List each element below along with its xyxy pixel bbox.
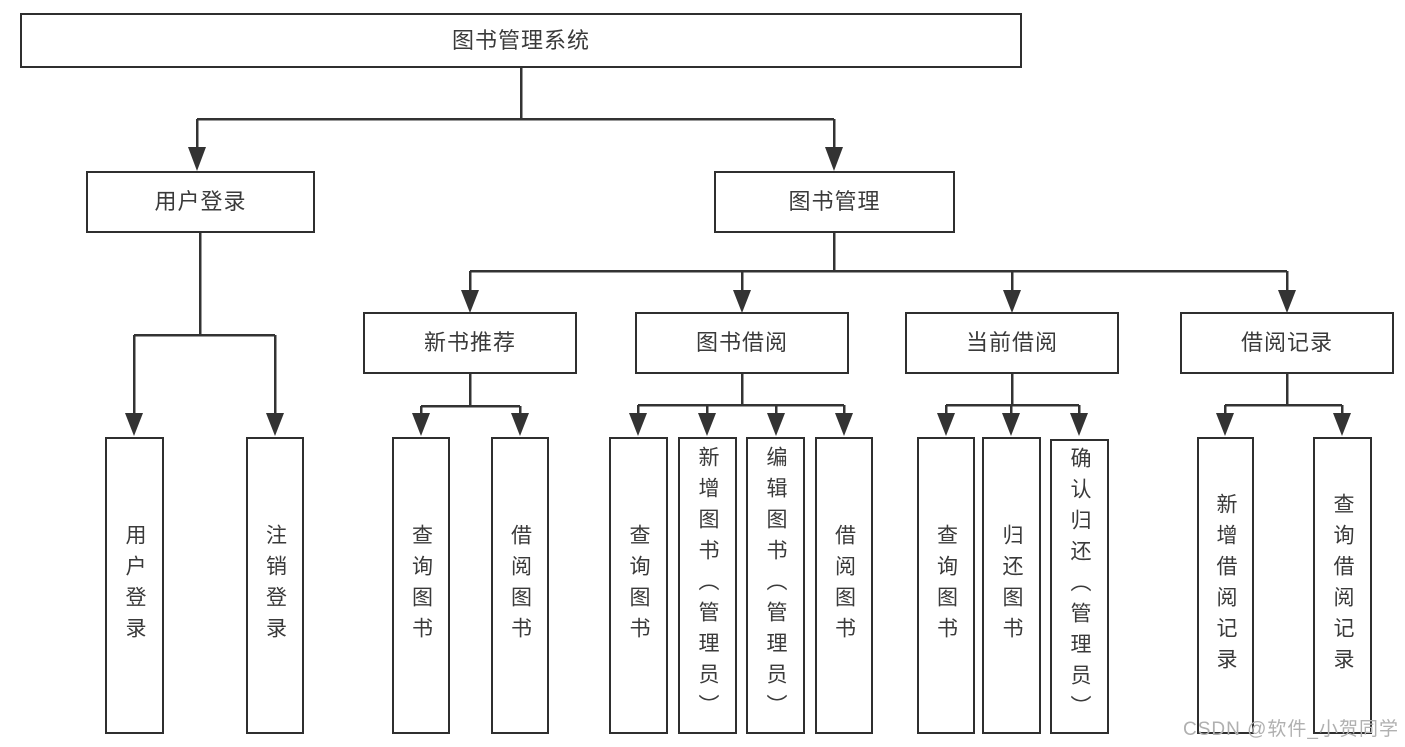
node-leaf-add-borrow-record: 新增借阅记录 — [1197, 437, 1254, 734]
node-leaf-add-books-admin-label: 新增图书（管理员） — [696, 446, 719, 725]
node-leaf-borrow-books-rec: 借阅图书 — [491, 437, 549, 734]
node-new-book-rec-label: 新书推荐 — [423, 330, 516, 355]
arrow-current-borrow — [1003, 290, 1021, 313]
node-borrow-records-label: 借阅记录 — [1240, 330, 1333, 355]
arrow-book-mgmt — [825, 147, 843, 171]
arrow-leaf-query-books-rec — [412, 413, 430, 436]
node-leaf-query-borrow-record-label: 查询借阅记录 — [1331, 492, 1354, 679]
node-book-borrow-label: 图书借阅 — [695, 330, 788, 355]
node-leaf-user-login: 用户登录 — [105, 437, 164, 734]
node-root-label: 图书管理系统 — [451, 27, 590, 53]
node-book-mgmt: 图书管理 — [714, 171, 955, 233]
node-leaf-logout-label: 注销登录 — [263, 523, 287, 648]
arrow-leaf-add-books-admin — [698, 413, 716, 436]
node-leaf-edit-books-admin: 编辑图书（管理员） — [746, 437, 805, 734]
arrow-leaf-query-borrow-record — [1333, 413, 1351, 436]
node-new-book-rec: 新书推荐 — [363, 312, 577, 374]
connector-book-mgmt — [468, 233, 1289, 293]
arrow-leaf-borrow-books-borrow — [835, 413, 853, 436]
arrow-leaf-edit-books-admin — [767, 413, 785, 436]
node-book-borrow: 图书借阅 — [635, 312, 849, 374]
node-leaf-borrow-books-borrow: 借阅图书 — [815, 437, 873, 734]
connector-new-book-rec — [419, 374, 522, 416]
arrow-leaf-add-borrow-record — [1216, 413, 1234, 436]
node-user-login: 用户登录 — [86, 171, 315, 233]
node-leaf-return-books: 归还图书 — [982, 437, 1041, 734]
node-leaf-query-borrow-record: 查询借阅记录 — [1313, 437, 1372, 734]
node-leaf-add-borrow-record-label: 新增借阅记录 — [1214, 492, 1237, 679]
csdn-watermark: CSDN @软件_小贺同学 — [1183, 719, 1399, 740]
node-leaf-confirm-return-admin-label: 确认归还（管理员） — [1068, 447, 1091, 726]
connector-user-login — [132, 233, 277, 416]
arrow-book-borrow — [733, 290, 751, 313]
node-leaf-query-books-rec: 查询图书 — [392, 437, 450, 734]
node-leaf-logout: 注销登录 — [246, 437, 304, 734]
node-leaf-query-books-borrow-label: 查询图书 — [627, 523, 650, 648]
node-leaf-query-books-current: 查询图书 — [917, 437, 975, 734]
connector-root — [195, 68, 836, 150]
arrow-leaf-query-books-current — [937, 413, 955, 436]
connector-book-borrow — [636, 374, 846, 416]
arrow-leaf-return-books — [1002, 413, 1020, 436]
node-borrow-records: 借阅记录 — [1180, 312, 1394, 374]
node-leaf-user-login-label: 用户登录 — [123, 523, 146, 648]
node-leaf-return-books-label: 归还图书 — [1000, 523, 1023, 648]
arrow-user-login — [188, 147, 206, 171]
node-user-login-label: 用户登录 — [154, 189, 247, 214]
node-current-borrow-label: 当前借阅 — [965, 330, 1058, 355]
node-leaf-edit-books-admin-label: 编辑图书（管理员） — [764, 446, 787, 725]
arrow-leaf-logout — [266, 413, 284, 436]
node-leaf-query-books-borrow: 查询图书 — [609, 437, 668, 734]
node-leaf-query-books-current-label: 查询图书 — [934, 523, 958, 648]
connector-borrow-records — [1223, 374, 1344, 416]
arrow-leaf-user-login — [125, 413, 143, 436]
node-root: 图书管理系统 — [20, 13, 1022, 68]
node-leaf-query-books-rec-label: 查询图书 — [409, 523, 433, 648]
arrow-leaf-confirm-return — [1070, 413, 1088, 436]
arrow-borrow-records — [1278, 290, 1296, 313]
arrow-new-book-rec — [461, 290, 479, 313]
connector-current-borrow — [944, 374, 1081, 416]
node-leaf-add-books-admin: 新增图书（管理员） — [678, 437, 737, 734]
arrow-leaf-borrow-books-rec — [511, 413, 529, 436]
node-current-borrow: 当前借阅 — [905, 312, 1119, 374]
node-leaf-borrow-books-rec-label: 借阅图书 — [508, 523, 532, 648]
node-leaf-borrow-books-borrow-label: 借阅图书 — [832, 523, 856, 648]
node-leaf-confirm-return-admin: 确认归还（管理员） — [1050, 439, 1109, 734]
node-book-mgmt-label: 图书管理 — [788, 189, 881, 214]
arrow-leaf-query-books-borrow — [629, 413, 647, 436]
